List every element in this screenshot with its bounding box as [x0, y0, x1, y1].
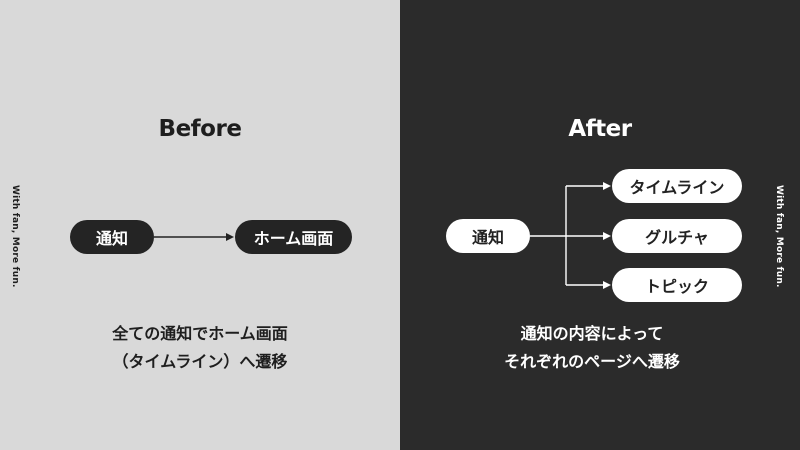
after-caption-line-1: 通知の内容によって [520, 324, 664, 343]
before-caption-line-1: 全ての通知でホーム画面 [112, 324, 288, 343]
after-caption-line-2: それぞれのページへ遷移 [504, 352, 680, 371]
before-notification-node: 通知 [70, 220, 154, 254]
after-connector [530, 182, 611, 289]
after-topic-node: トピック [612, 268, 742, 302]
after-caption: 通知の内容によって それぞれのページへ遷移 [392, 320, 792, 376]
after-panel: With fan, More fun. After 通知 タイムライン グルチャ… [400, 0, 800, 450]
after-notification-node: 通知 [446, 219, 530, 253]
after-timeline-node: タイムライン [612, 169, 742, 203]
before-home-screen-node: ホーム画面 [235, 220, 352, 254]
before-caption-line-2: （タイムライン）へ遷移 [112, 352, 288, 371]
before-caption: 全ての通知でホーム画面 （タイムライン）へ遷移 [0, 320, 400, 376]
after-tagline: With fan, More fun. [774, 185, 784, 288]
before-tagline: With fan, More fun. [10, 185, 20, 288]
before-heading: Before [158, 116, 242, 142]
after-group-chat-node: グルチャ [612, 219, 742, 253]
after-heading: After [568, 116, 632, 142]
before-panel: With fan, More fun. Before 通知 ホーム画面 全ての通… [0, 0, 400, 450]
before-connector [154, 233, 234, 241]
